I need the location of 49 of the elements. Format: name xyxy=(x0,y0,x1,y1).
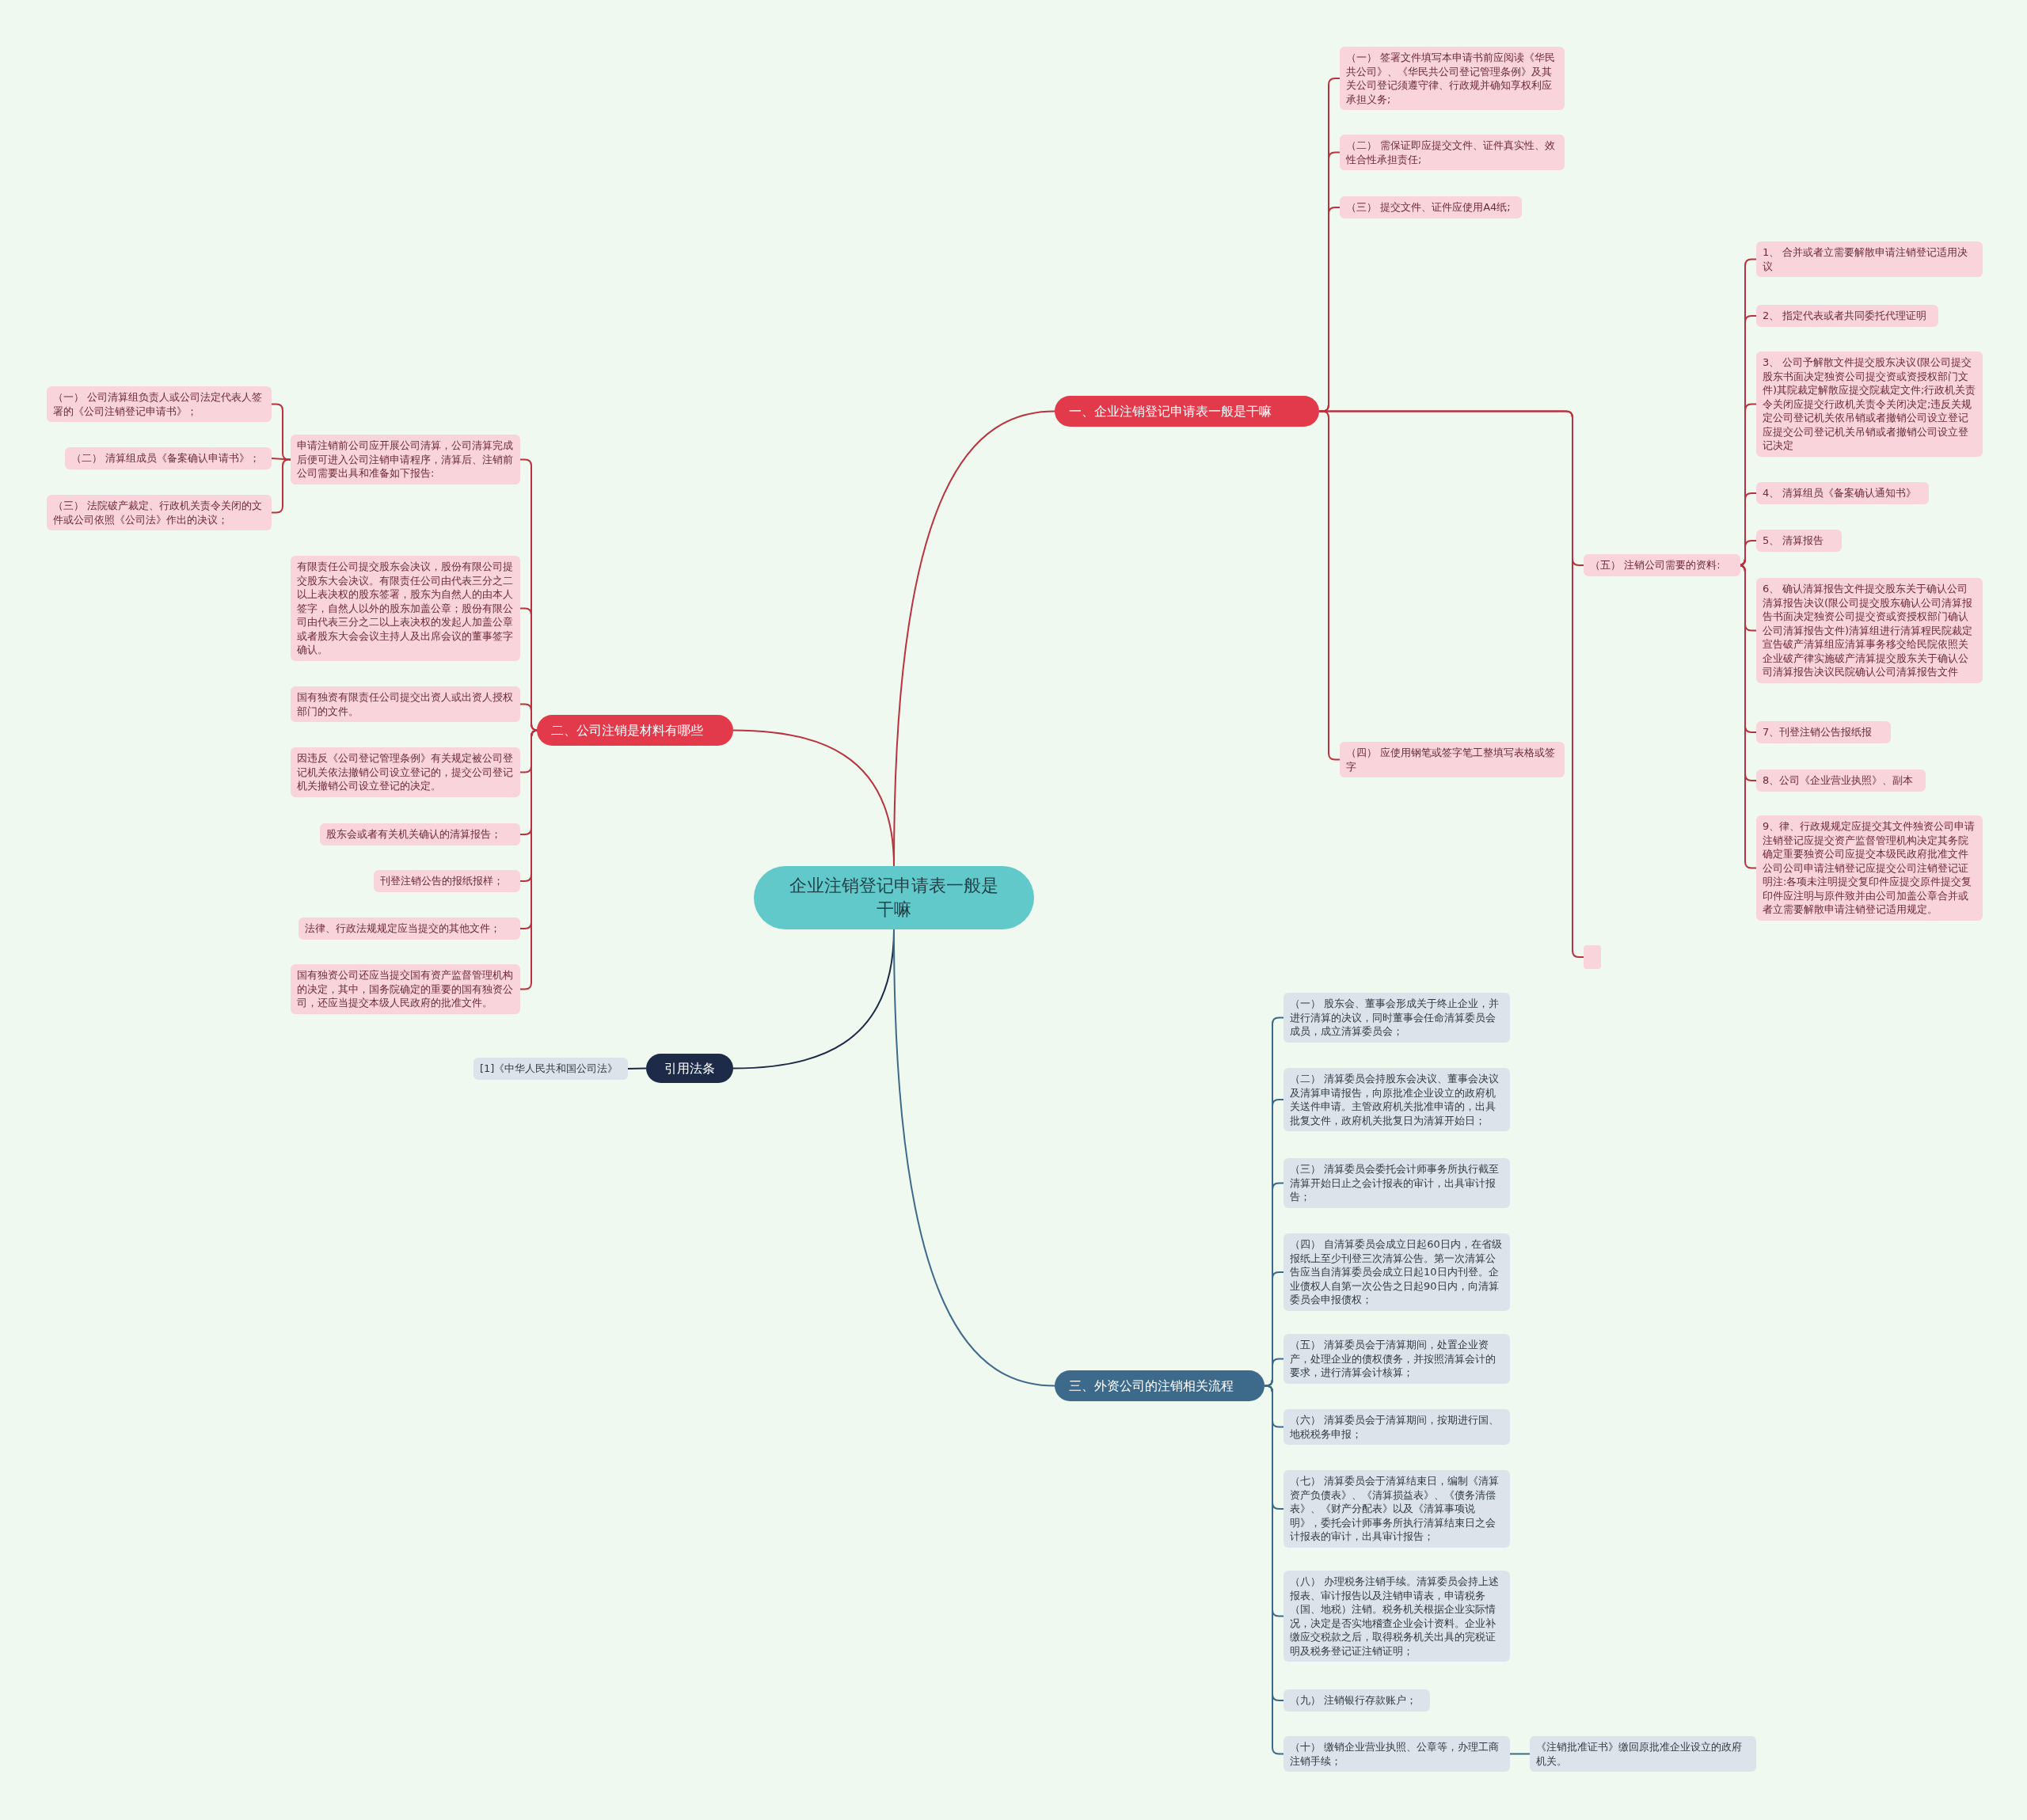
subtopic-box: 8、公司《企业营业执照》、副本 xyxy=(1756,769,1926,792)
subtopic-box: （六） 清算委员会于清算期间，按期进行国、地税税务申报； xyxy=(1284,1409,1510,1445)
subtopic-box: 因违反《公司登记管理条例》有关规定被公司登记机关依法撤销公司设立登记的，提交公司登记机关撤销公司设立登记的决定。 xyxy=(291,747,520,797)
subtopic-box: 股东会或者有关机关确认的清算报告； xyxy=(320,823,520,845)
subtopic-box: （三） 提交文件、证件应使用A4纸; xyxy=(1340,196,1522,218)
subtopic-box: 4、 清算组员《备案确认通知书》 xyxy=(1756,482,1929,504)
subtopic-box: （四） 应使用钢笔或签字笔工整填写表格或签字 xyxy=(1340,742,1565,777)
connector-line xyxy=(732,729,895,867)
branch-topic: 引用法条 xyxy=(646,1054,733,1083)
subtopic-box: 国有独资公司还应当提交国有资产监督管理机构的决定，其中，国务院确定的重要的国有独资公司，还应当提交本级人民政府的批准文件。 xyxy=(291,964,520,1014)
subtopic-box: （二） 清算组成员《备案确认申请书》； xyxy=(65,447,272,469)
subtopic-box: 刊登注销公告的报纸报样； xyxy=(374,870,520,892)
subtopic-box: 7、刊登注销公告报纸报 xyxy=(1756,721,1891,743)
subtopic-box: 3、 公司予解散文件提交股东决议(限公司提交股东书面决定独资公司提交资或资授权部门文件)其院裁定解散应提交院裁定文件;行政机关责令关闭应提交行政机关责令关闭决定;违反关规定公司登记机关依吊销或者撤销公司设立登记应提交公司登记机关吊销或者撤销公司设立登记决定 xyxy=(1756,351,1983,457)
branch-topic: 一、企业注销登记申请表一般是干嘛 xyxy=(1055,396,1319,427)
subtopic-box: （二） 清算委员会持股东会决议、董事会决议及清算申请报告，向原批准企业设立的政府机关送件申请。主管政府机关批准申请的，出具批复文件，政府机关批复日为清算开始日； xyxy=(1284,1068,1510,1131)
subtopic-box: 1、 合并或者立需要解散申请注销登记适用决议 xyxy=(1756,241,1983,277)
subtopic-box: （一） 股东会、董事会形成关于终止企业，并进行清算的决议，同时董事会任命清算委员会成员，成立清算委员会； xyxy=(1284,993,1510,1043)
reference-box: [1]《中华人民共和国公司法》 xyxy=(473,1058,628,1080)
connector-line xyxy=(893,929,1055,1387)
subtopic-box: 法律、行政法规规定应当提交的其他文件； xyxy=(299,918,520,940)
connector-line xyxy=(271,458,291,461)
subtopic-box: （三） 法院破产裁定、行政机关责令关闭的文件或公司依照《公司法》作出的决议； xyxy=(47,495,272,530)
subtopic-box: 9、律、行政规规定应提交其文件独资公司申请注销登记应提交资产监督管理机构决定其务院确定重要独资公司应提交本级民政府批准文件公司公司申请注销登记应提交公司注销登记证明注:各项未注明提交复印件应提交原件提交复印件应注明与原件致并由公司加盖公章合并或者立需要解散申请注销登记适用规定。 xyxy=(1756,815,1983,921)
subtopic-box: （四） 自清算委员会成立日起60日内，在省级报纸上至少刊登三次清算公告。第一次清算公告应当自清算委员会成立日起10日内刊登。企业债权人自第一次公告之日起90日内，向清算委员会申报债权； xyxy=(1284,1233,1510,1311)
subtopic-box: （七） 清算委员会于清算结束日，编制《清算资产负债表》、《清算损益表》、《债务清偿表》、《财产分配表》以及《清算事项说明》，委托会计师事务所执行清算结束日之会计报表的审计，出具审计报告； xyxy=(1284,1470,1510,1548)
subtopic-box: 有限责任公司提交股东会决议，股份有限公司提交股东大会决议。有限责任公司由代表三分之二以上表决权的股东签署，股东为自然人的由本人签字，自然人以外的股东加盖公章；股份有限公司由代表三分之二以上表决权的发起人加盖公章或者股东大会会议主持人及出席会议的董事签字确认。 xyxy=(291,556,520,661)
subtopic-box: （一） 签署文件填写本申请书前应阅读《华民共公司》、《华民共公司登记管理条例》及其关公司登记须遵守律、行政规并确知享权利应承担义务; xyxy=(1340,47,1565,110)
empty-box xyxy=(1584,945,1601,969)
connector-line xyxy=(1509,1753,1531,1755)
central-topic: 企业注销登记申请表一般是干嘛 xyxy=(754,866,1034,929)
subtopic-box: 国有独资有限责任公司提交出资人或出资人授权部门的文件。 xyxy=(291,686,520,722)
subtopic-box: （五） 清算委员会于清算期间，处置企业资产，处理企业的债权债务，并按照清算会计的要求，进行清算会计核算； xyxy=(1284,1334,1510,1384)
subtopic-box: （一） 公司清算组负责人或公司法定代表人签署的《公司注销登记申请书》； xyxy=(47,386,272,422)
branch-topic: 三、外资公司的注销相关流程 xyxy=(1055,1370,1264,1401)
subtopic-box: （十） 缴销企业营业执照、公章等，办理工商注销手续； xyxy=(1284,1736,1510,1772)
subtopic-box: （八） 办理税务注销手续。清算委员会持上述报表、审计报告以及注销申请表，申请税务（国、地税）注销。税务机关根据企业实际情况，决定是否实地稽查企业会计资料。企业补缴应交税款之后，取得税务机关出具的完税证明及税务登记证注销证明； xyxy=(1284,1571,1510,1662)
subtopic-box: 6、 确认清算报告文件提交股东关于确认公司清算报告决议(限公司提交股东确认公司清算报告书面决定独资公司提交资或资授权部门确认公司清算报告文件)清算组进行清算程民院裁定宣告破产清算组应清算事务移交给民院依照关企业破产律实施破产清算提交股东关于确认公司清算报告决议民院确认公司清算报告文件 xyxy=(1756,578,1983,683)
subtopic-box: 5、 清算报告 xyxy=(1756,530,1842,552)
branch-topic: 二、公司注销是材料有哪些 xyxy=(537,715,733,746)
connector-line xyxy=(1264,1358,1284,1387)
subtopic-box: （九） 注销银行存款账户； xyxy=(1284,1689,1430,1712)
subtopic-box: 申请注销前公司应开展公司清算，公司清算完成后便可进入公司注销申请程序，清算后、注销前公司需要出具和准备如下报告: xyxy=(291,435,520,484)
connector-line xyxy=(627,1067,647,1070)
subtopic-box: （二） 需保证即应提交文件、证件真实性、效性合性承担责任; xyxy=(1340,135,1565,170)
subtopic-box: 《注销批准证书》缴回原批准企业设立的政府机关。 xyxy=(1530,1736,1756,1772)
subtopic-box: （三） 清算委员会委托会计师事务所执行截至清算开始日止之会计报表的审计，出具审计报告； xyxy=(1284,1158,1510,1208)
subtopic-box: （五） 注销公司需要的资料: xyxy=(1584,554,1740,576)
subtopic-box: 2、 指定代表或者共同委托代理证明 xyxy=(1756,305,1938,327)
